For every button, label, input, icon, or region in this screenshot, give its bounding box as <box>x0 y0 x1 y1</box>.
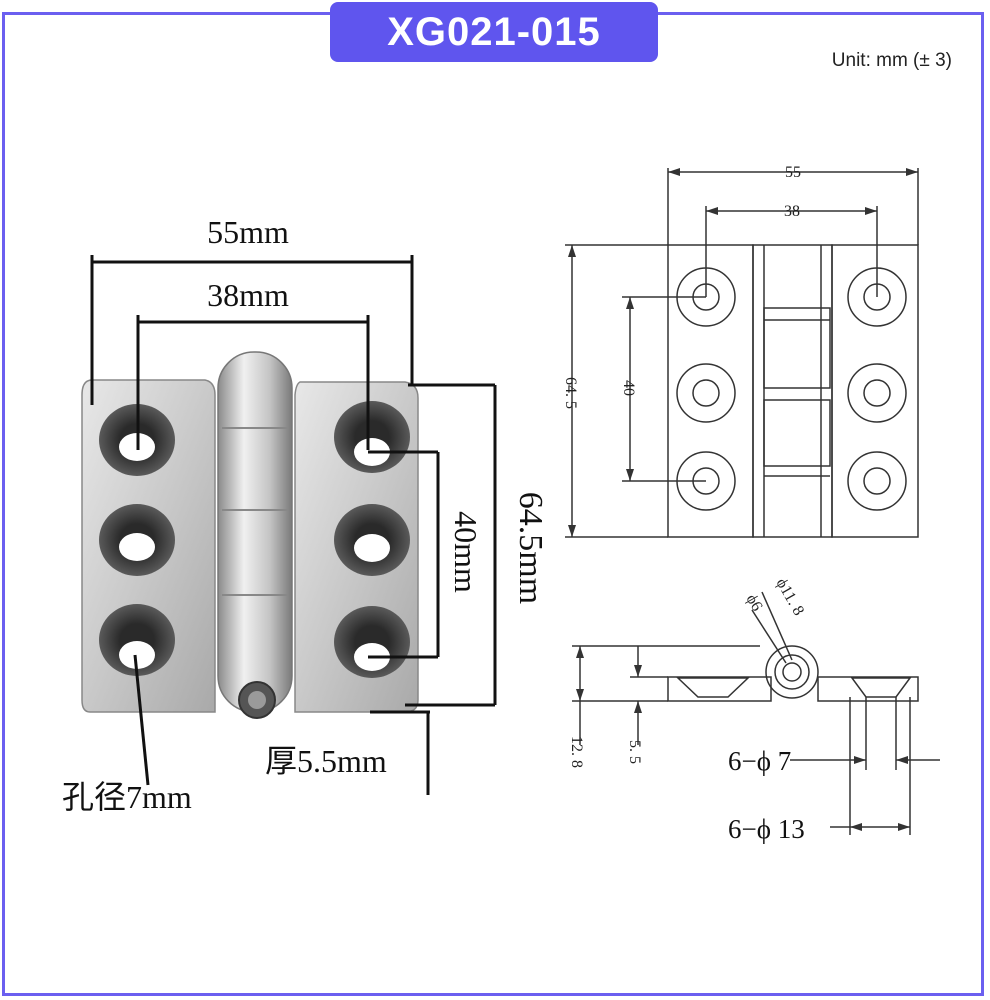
product-code-badge: XG021-015 <box>330 2 658 62</box>
photo-vertical-spacing-label: 40mm <box>448 511 484 593</box>
tech-side-arrows <box>576 646 910 831</box>
tech-small-hole-label: 6−ϕ 7 <box>728 746 791 776</box>
hinge-knuckle <box>217 351 293 713</box>
unit-note: Unit: mm (± 3) <box>831 50 952 71</box>
photo-height-label: 64.5mm <box>512 492 549 604</box>
photo-dimension-lines <box>90 255 497 795</box>
tech-front-view <box>565 168 919 538</box>
tech-large-hole-label: 6−ϕ 13 <box>728 814 805 844</box>
product-code: XG021-015 <box>387 9 601 54</box>
tech-vertical-spacing-label: 40 <box>620 380 637 396</box>
tech-total-thickness-label: 12. 8 <box>568 736 585 768</box>
photo-hole-spacing-label: 38mm <box>207 277 289 313</box>
tech-width-label: 55 <box>785 164 801 181</box>
tech-height-label: 64. 5 <box>562 377 579 409</box>
tech-leaf-thickness-label: 5. 5 <box>626 740 643 764</box>
tech-front-arrows <box>568 168 918 537</box>
tech-knuckle-outer-label: ϕ11. 8 <box>773 576 808 619</box>
tech-knuckle-inner-label: ϕ6 <box>743 592 766 615</box>
photo-width-label: 55mm <box>207 214 289 250</box>
photo-hole-diameter-label: 孔径7mm <box>62 779 192 815</box>
hinge-photo: 55mm 38mm 40mm 64.5mm 厚5.5mm 孔径7mm <box>62 214 549 815</box>
tech-side-view <box>572 591 940 835</box>
photo-thickness-label: 厚5.5mm <box>265 743 387 779</box>
tech-hole-spacing-label: 38 <box>784 203 800 220</box>
